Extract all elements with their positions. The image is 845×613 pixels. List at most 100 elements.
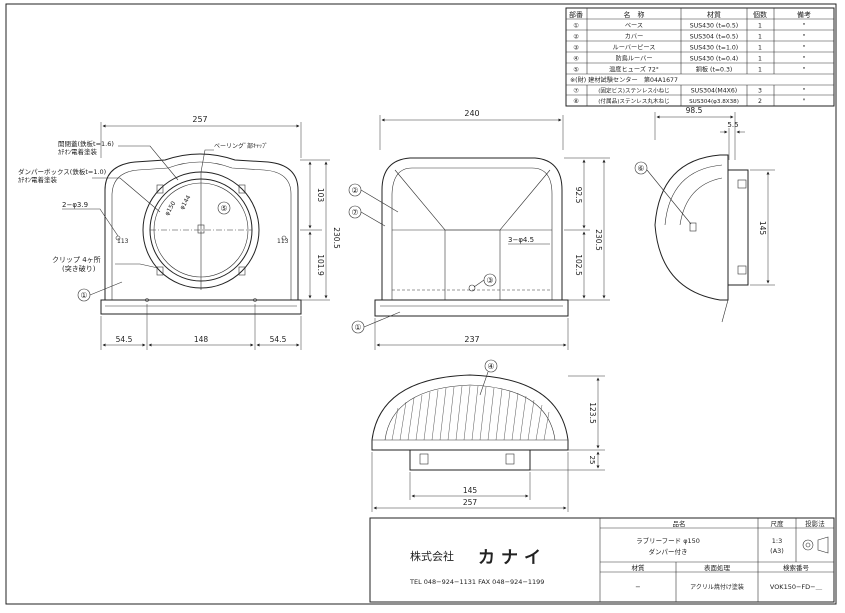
callout-5-circle: [217, 201, 231, 215]
table-cell-material: SUS304 (t=0.5): [690, 34, 738, 41]
profile-lip: 5.5: [727, 121, 738, 129]
code-value: VOK150−FD−＿: [770, 583, 823, 591]
table-cell-no: ⑤: [573, 67, 579, 74]
bottom-view: ④ 123.5 25 145 257: [371, 359, 605, 512]
table-cell-name: (固定ビス)ステンレス小ねじ: [598, 87, 670, 95]
label-louver-plate-finish: ｶﾁｵﾝ電着塗装: [58, 147, 98, 156]
front-base-plate: [100, 299, 302, 315]
side-dim-102-5: 102.5: [574, 254, 583, 276]
profile-body-outline: [654, 154, 729, 301]
side-bottom-dimension: 237: [464, 335, 479, 344]
product-name: ラブリーフード φ150: [636, 536, 700, 545]
table-cell-note: ": [803, 98, 806, 105]
table-cell-note: ": [803, 88, 806, 95]
callout-2: ②: [351, 186, 358, 195]
bottom-body-outline: [371, 374, 569, 451]
side-dim-230-5: 230.5: [594, 229, 603, 251]
table-cell-qty: 1: [758, 67, 762, 74]
scale-value: 1:3: [772, 537, 782, 545]
table-cell-qty: 1: [758, 34, 762, 41]
table-cell-note: ": [803, 45, 806, 52]
diameter-150: φ150: [164, 200, 178, 217]
profile-height: 145: [758, 221, 767, 236]
front-dim-bottom-left: 54.5: [116, 335, 133, 344]
table-cell-material: SUS304(M4X6): [691, 88, 737, 95]
bottom-dim-lip: 25: [588, 456, 596, 465]
table-cell-no: ①: [573, 23, 579, 30]
table-cell-no: ④: [573, 56, 579, 63]
contact-info: TEL 048−924−1131 FAX 048−924−1199: [409, 578, 544, 586]
callout-1b: ①: [354, 323, 361, 332]
finish-value: アクリル焼付け塗装: [690, 583, 744, 591]
material-value: −: [635, 583, 640, 591]
table-header-qty: 個数: [753, 10, 767, 19]
header-projection: 投影法: [805, 519, 825, 528]
table-cell-material: SUS430 (t=1.0): [690, 45, 738, 52]
drawing-frame: [5, 3, 837, 605]
label-damper-box-finish: ｶﾁｵﾝ電着塗装: [18, 175, 58, 184]
table-header-note: 備考: [797, 10, 811, 19]
table-cell-name: カバー: [625, 34, 644, 41]
table-cell-qty: 3: [758, 88, 762, 95]
table-cell-note: ": [803, 23, 806, 30]
profile-view: 98.5 5.5 ⑥ 145: [634, 106, 775, 323]
profile-flange: [727, 169, 749, 286]
profile-depth: 98.5: [686, 106, 703, 115]
table-cell-material: SUS430 (t=0.5): [690, 23, 738, 30]
table-cell-note: ": [803, 56, 806, 63]
table-cell-qty: 2: [758, 98, 762, 105]
callout-3: ③: [486, 276, 493, 285]
side-hole-callout: 3−φ4.5: [508, 236, 534, 244]
label-bearing-cap: ベーリングﾞ部ｷｬｯﾌﾟ: [214, 142, 268, 150]
callout-6: ⑥: [637, 164, 644, 173]
scale-paper: (A3): [770, 547, 784, 555]
title-block: 株式会社 カナイ TEL 048−924−1131 FAX 048−924−11…: [369, 517, 835, 603]
table-cell-note: ": [803, 67, 806, 74]
label-clip: クリップ 4ヶ所: [52, 255, 101, 264]
front-dim-bottom-mid: 148: [194, 335, 209, 344]
table-cell-name: (付属品)ステンレス丸木ねじ: [598, 97, 670, 105]
parts-table: 部番 名 称 材質 個数 備考 ① ベース SUS430 (t=0.5) 1 "…: [565, 7, 835, 107]
company-logo: カナイ: [478, 548, 547, 568]
diameter-144: φ144: [179, 194, 193, 211]
bottom-dim-width: 257: [463, 498, 478, 507]
header-material: 材質: [632, 563, 646, 572]
table-header-no: 部番: [569, 10, 583, 19]
front-width-dimension: 257: [192, 115, 207, 124]
side-width-dimension: 240: [464, 109, 479, 118]
mark-left: 113: [117, 238, 129, 245]
bottom-duct: [409, 449, 531, 471]
table-cell-name: 防鳥ルーバー: [615, 55, 652, 63]
callout-5: ⑤: [220, 204, 227, 213]
company-name: 株式会社: [410, 549, 454, 563]
table-cell-material: 銅板 (t=0.3): [696, 66, 733, 74]
side-base-plate: [374, 299, 569, 317]
table-cell-no: ③: [573, 45, 579, 52]
projection-symbol-icon: [802, 536, 829, 554]
front-body-outline: [104, 153, 299, 301]
table-cell-qty: 1: [758, 23, 762, 30]
table-cell-material: SUS304(φ3.8X38): [689, 99, 739, 105]
bottom-dim-inner: 145: [463, 486, 478, 495]
header-code: 検索番号: [783, 563, 810, 572]
label-louver-plate: 開閉蓋(鉄板t=1.6): [58, 139, 114, 148]
front-dim-230-5: 230.5: [332, 227, 341, 249]
front-dim-101-9: 101.9: [316, 254, 325, 276]
table-cell-no: ②: [573, 34, 579, 41]
product-name-sub: ダンパー付き: [649, 547, 688, 556]
mark-right: 113: [277, 238, 289, 245]
table-header-name: 名 称: [624, 10, 645, 19]
callout-4: ④: [487, 362, 494, 371]
table-cell-qty: 1: [758, 56, 762, 63]
front-dim-bottom-right: 54.5: [270, 335, 287, 344]
side-body-outline: [381, 157, 563, 300]
callout-4-circle: [484, 359, 498, 373]
callout-6-circle: [634, 161, 648, 175]
side-view: 240 ② ⑦ ① ③ 3−φ4.5 92.5 102.5 230.5: [348, 109, 610, 350]
table-cell-name: ベース: [625, 23, 643, 30]
table-cell-name: 温度ヒューズ 72°: [609, 66, 659, 74]
table-cell-qty: 1: [758, 45, 762, 52]
table-note-row: ※(財) 建材試験センター 第04A1677: [570, 76, 678, 84]
callout-7: ⑦: [351, 208, 358, 217]
